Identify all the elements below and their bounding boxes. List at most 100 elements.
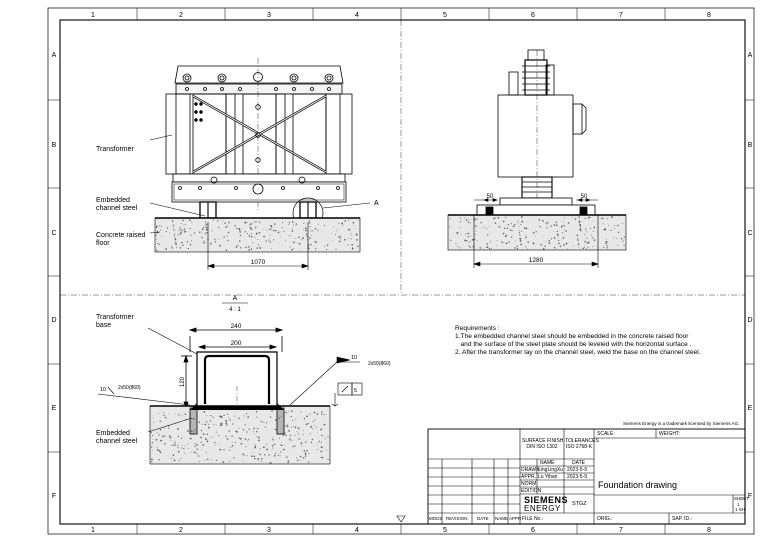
concrete-stipple — [201, 228, 203, 230]
concrete-stipple — [181, 241, 183, 244]
concrete-stipple — [254, 446, 256, 449]
concrete-stipple — [263, 446, 265, 449]
concrete-stipple — [239, 231, 241, 233]
concrete-stipple — [352, 221, 355, 224]
concrete-stipple — [590, 234, 592, 236]
concrete-stipple — [331, 233, 332, 235]
concrete-stipple — [203, 227, 205, 229]
concrete-stipple — [286, 425, 289, 428]
concrete-stipple — [550, 225, 552, 227]
concrete-stipple — [291, 410, 293, 413]
concrete-stipple — [588, 216, 591, 219]
label-concrete-raised-floor: Concrete raised floor — [96, 232, 146, 247]
concrete-stipple — [299, 243, 301, 245]
concrete-stipple — [150, 431, 152, 433]
concrete-stipple — [191, 240, 193, 242]
concrete-stipple — [269, 228, 271, 230]
concrete-stipple — [225, 422, 228, 425]
grid-col-bottom-5: 5 — [443, 527, 447, 534]
concrete-stipple — [227, 413, 229, 415]
concrete-stipple — [602, 223, 604, 225]
concrete-stipple — [273, 239, 275, 241]
concrete-stipple — [338, 222, 340, 224]
concrete-stipple — [578, 247, 580, 248]
concrete-stipple — [184, 224, 186, 226]
concrete-stipple — [517, 219, 519, 221]
detail-a-scale: 4 : 1 — [229, 307, 241, 313]
concrete-stipple — [159, 225, 161, 227]
concrete-stipple — [580, 230, 582, 232]
concrete-stipple — [209, 437, 211, 439]
concrete-stipple — [474, 225, 477, 227]
concrete-stipple — [291, 249, 293, 251]
concrete-stipple — [231, 442, 233, 443]
concrete-stipple — [223, 414, 225, 417]
sheet-frame — [47, 7, 755, 535]
concrete-stipple — [178, 414, 180, 416]
concrete-stipple — [509, 229, 512, 232]
concrete-stipple — [617, 245, 619, 247]
concrete-stipple — [344, 220, 346, 222]
concrete-stipple — [160, 439, 162, 442]
concrete-stipple — [280, 451, 282, 453]
concrete-stipple — [614, 227, 616, 229]
concrete-stipple — [302, 229, 304, 231]
drawn-name: LingLingXu — [538, 467, 564, 473]
concrete-stipple — [219, 244, 221, 247]
concrete-stipple — [272, 439, 274, 441]
concrete-stipple — [486, 243, 488, 245]
concrete-stipple — [247, 222, 248, 224]
concrete-stipple — [235, 430, 237, 432]
concrete-stipple — [307, 422, 309, 424]
concrete-stipple — [164, 427, 165, 429]
concrete-stipple — [290, 415, 292, 418]
concrete-stipple — [189, 437, 192, 440]
concrete-stipple — [253, 221, 255, 223]
concrete-stipple — [168, 435, 171, 437]
concrete-stipple — [205, 223, 207, 225]
concrete-stipple — [295, 238, 296, 239]
concrete-stipple — [579, 219, 580, 221]
concrete-stipple — [262, 229, 264, 231]
concrete-stipple — [309, 237, 311, 239]
concrete-stipple — [520, 243, 523, 246]
concrete-stipple — [474, 219, 476, 221]
concrete-stipple — [284, 432, 286, 434]
concrete-stipple — [210, 243, 212, 245]
concrete-stipple — [169, 436, 172, 439]
concrete-stipple — [277, 433, 279, 435]
concrete-stipple — [273, 454, 276, 457]
concrete-stipple — [171, 248, 173, 250]
concrete-stipple — [488, 225, 490, 227]
concrete-stipple — [607, 218, 608, 220]
concrete-stipple — [504, 235, 507, 238]
concrete-stipple — [282, 222, 284, 224]
concrete-stipple — [603, 247, 605, 248]
concrete-stipple — [177, 234, 179, 236]
concrete-stipple — [235, 246, 238, 248]
concrete-stipple — [220, 423, 223, 426]
concrete-stipple — [285, 411, 287, 414]
concrete-stipple — [254, 228, 256, 230]
grid-row-left-E: E — [52, 405, 57, 412]
concrete-stipple — [304, 227, 307, 230]
concrete-stipple — [173, 459, 176, 462]
concrete-stipple — [340, 236, 342, 237]
concrete-stipple — [225, 249, 228, 252]
concrete-stipple — [464, 217, 466, 219]
concrete-stipple — [519, 230, 520, 232]
concrete-stipple — [341, 222, 343, 225]
concrete-stipple — [236, 245, 237, 247]
concrete-stipple — [306, 235, 308, 237]
concrete-stipple — [226, 438, 229, 440]
concrete-stipple — [456, 231, 458, 234]
concrete-stipple — [280, 444, 283, 446]
concrete-stipple — [168, 413, 169, 415]
concrete-stipple — [228, 417, 230, 419]
concrete-stipple — [239, 234, 242, 237]
concrete-stipple — [228, 430, 230, 432]
concrete-stipple — [525, 246, 527, 248]
concrete-stipple — [269, 416, 272, 418]
concrete-stipple — [511, 229, 513, 232]
